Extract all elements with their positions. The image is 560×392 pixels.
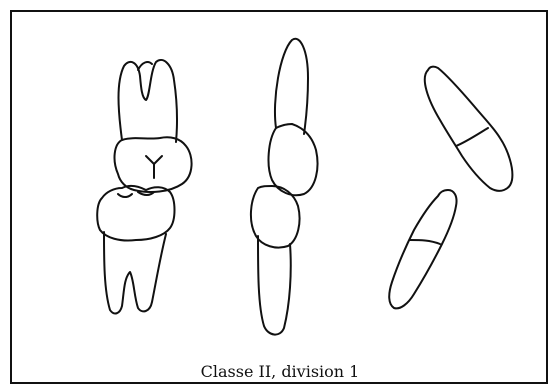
lower-incisor-right bbox=[389, 190, 456, 308]
figure-caption: Classe II, division 1 bbox=[0, 364, 560, 380]
lower-molar bbox=[97, 186, 174, 314]
center-incisors bbox=[251, 39, 318, 335]
upper-incisor-right bbox=[425, 67, 513, 191]
upper-molar bbox=[115, 60, 192, 192]
